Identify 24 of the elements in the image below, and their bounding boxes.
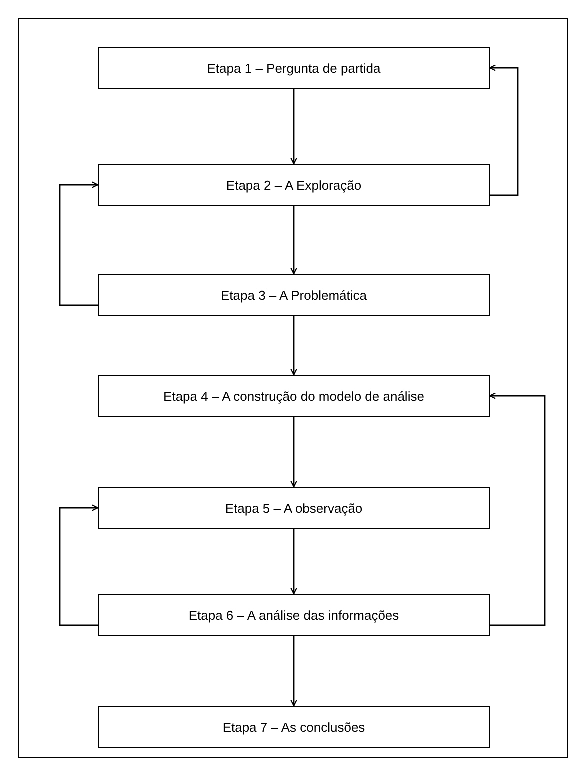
step-label: Etapa 1 – Pergunta de partida [207,60,381,76]
process-box [98,375,490,417]
arrow [290,316,298,376]
step-label: Etapa 2 – A Exploração [226,178,362,192]
process-box [98,274,490,316]
arrow [59,504,99,626]
arrow [489,392,546,626]
arrow [290,529,298,595]
arrow [489,64,519,196]
process-box [98,706,490,748]
arrow [59,182,99,306]
arrow [290,636,298,707]
arrow [290,417,298,488]
process-box [98,594,490,636]
process-box [98,47,490,89]
step-label: Etapa 5 – A observação [225,500,363,516]
process-box [98,164,490,206]
step-label: Etapa 7 – As conclusões [222,720,366,734]
process-box [98,487,490,529]
step-label: Etapa 6 – A análise das informações [188,608,400,622]
arrow [290,206,298,275]
arrow [290,89,298,165]
step-label: Etapa 3 – A Problemática [221,288,367,302]
step-label: Etapa 4 – A construção do modelo de análise [164,388,424,404]
